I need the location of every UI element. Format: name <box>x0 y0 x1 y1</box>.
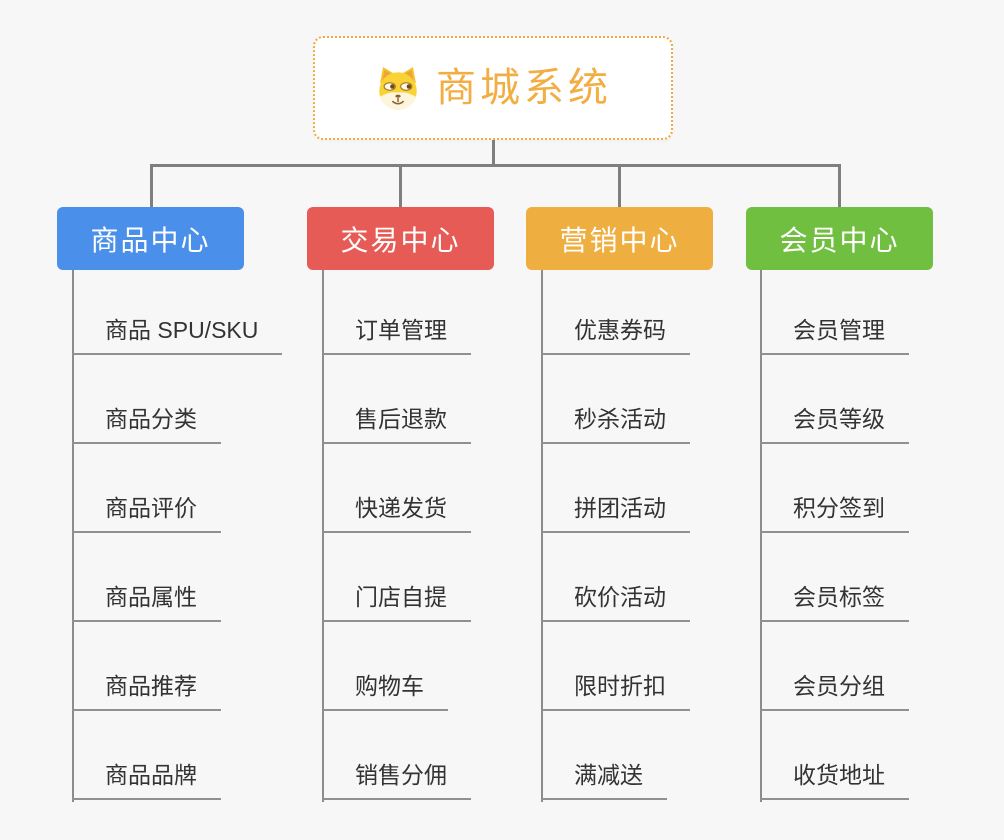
subtopic-item[interactable]: 订单管理 <box>322 316 471 355</box>
subtopic-item[interactable]: 销售分佣 <box>322 761 471 800</box>
connector-stem-branch-2 <box>398 164 402 207</box>
branch-trunk <box>541 270 543 802</box>
subtopic-item[interactable]: 快递发货 <box>322 494 471 533</box>
branch-trunk <box>760 270 762 802</box>
dog-face-icon <box>379 67 417 110</box>
subtopic-item[interactable]: 秒杀活动 <box>541 405 690 444</box>
root-topic[interactable]: 商城系统 <box>313 36 673 140</box>
branch-head-product[interactable]: 商品中心 <box>57 207 244 270</box>
branch-head-marketing[interactable]: 营销中心 <box>526 207 713 270</box>
subtopic-item[interactable]: 售后退款 <box>322 405 471 444</box>
branch-head-trade[interactable]: 交易中心 <box>307 207 494 270</box>
subtopic-item[interactable]: 会员分组 <box>760 672 909 711</box>
subtopic-item[interactable]: 砍价活动 <box>541 583 690 622</box>
branch-trunk <box>322 270 324 802</box>
subtopic-item[interactable]: 会员管理 <box>760 316 909 355</box>
subtopic-item[interactable]: 会员等级 <box>760 405 909 444</box>
subtopic-item[interactable]: 会员标签 <box>760 583 909 622</box>
connector-stem-branch-4 <box>837 164 841 207</box>
subtopic-item[interactable]: 商品评价 <box>72 494 221 533</box>
subtopic-item[interactable]: 商品品牌 <box>72 761 221 800</box>
branch-head-member[interactable]: 会员中心 <box>746 207 933 270</box>
branch-trunk <box>72 270 74 802</box>
subtopic-item[interactable]: 购物车 <box>322 672 448 711</box>
subtopic-item[interactable]: 商品分类 <box>72 405 221 444</box>
subtopic-item[interactable]: 收货地址 <box>760 761 909 800</box>
subtopic-item[interactable]: 优惠券码 <box>541 316 690 355</box>
connector-root-stem <box>491 140 495 166</box>
connector-stem-branch-1 <box>149 164 153 207</box>
subtopic-item[interactable]: 拼团活动 <box>541 494 690 533</box>
root-topic-title: 商城系统 <box>436 66 612 110</box>
connector-stem-branch-3 <box>618 164 621 207</box>
connector-rail <box>149 164 841 167</box>
subtopic-item[interactable]: 满减送 <box>541 761 667 800</box>
subtopic-item[interactable]: 商品属性 <box>72 583 221 622</box>
subtopic-item[interactable]: 商品 SPU/SKU <box>72 316 283 355</box>
subtopic-item[interactable]: 商品推荐 <box>72 672 221 711</box>
subtopic-item[interactable]: 限时折扣 <box>541 672 690 711</box>
subtopic-item[interactable]: 积分签到 <box>760 494 909 533</box>
subtopic-item[interactable]: 门店自提 <box>322 583 471 622</box>
